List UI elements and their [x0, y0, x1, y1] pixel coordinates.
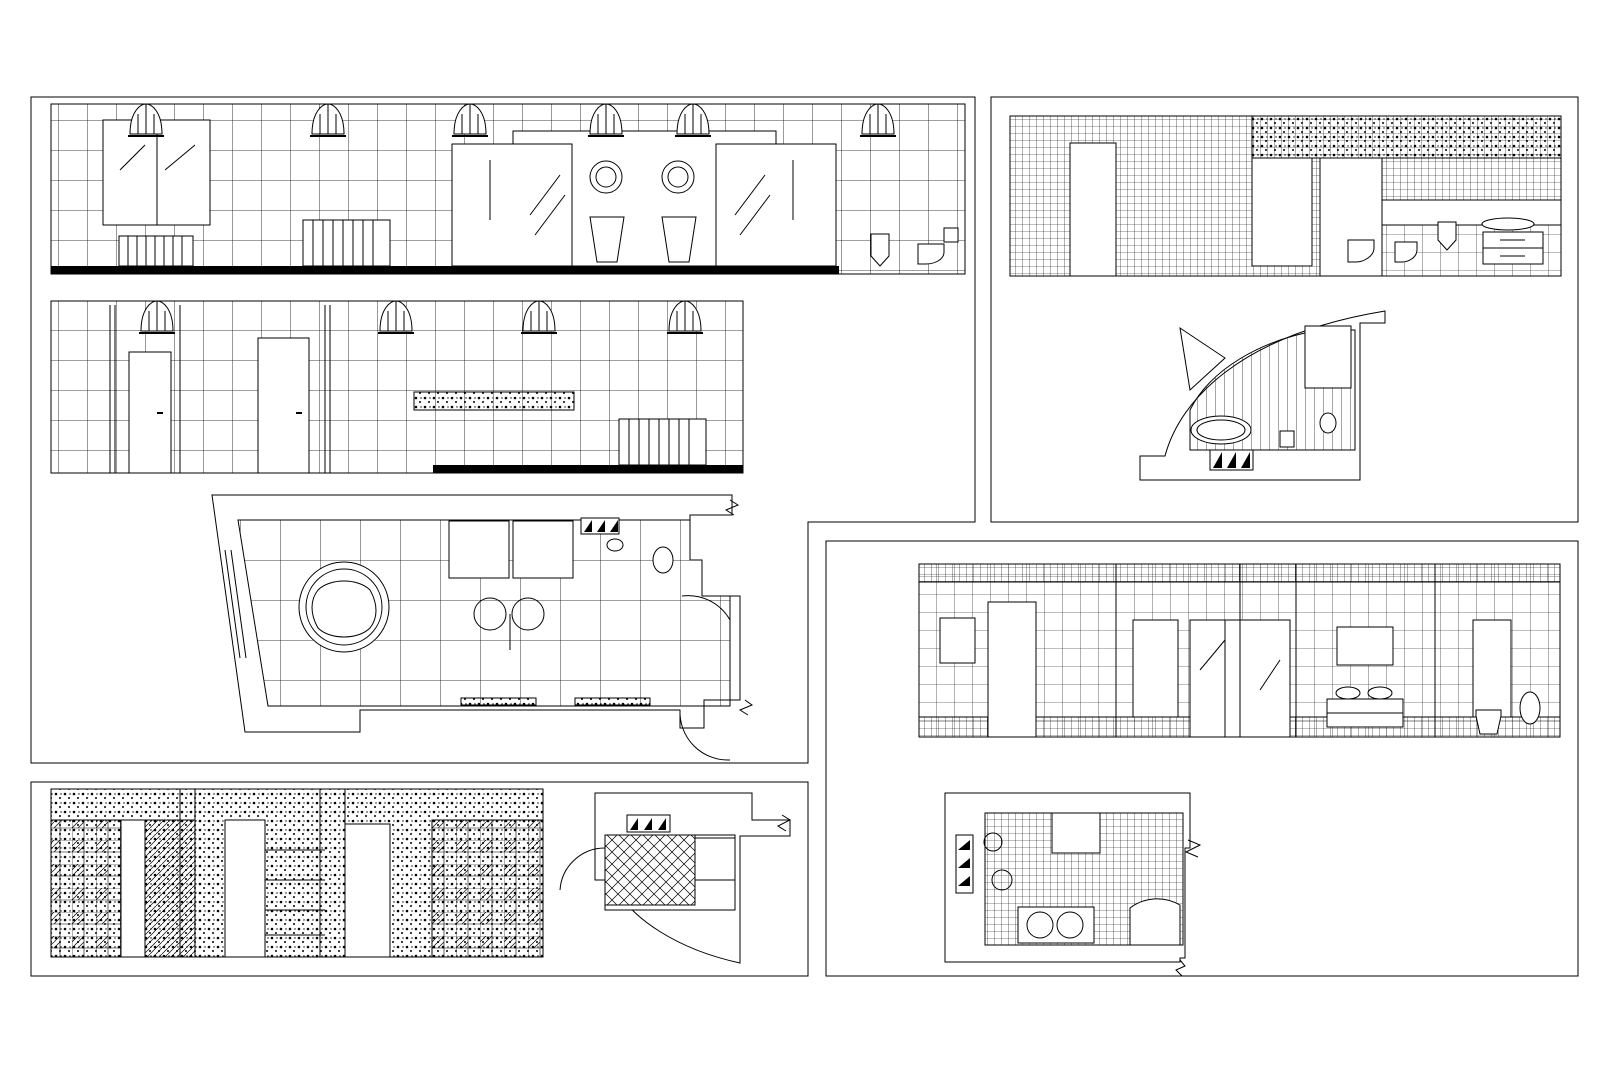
shower-enclosure	[715, 143, 837, 267]
elevation-d1	[50, 788, 544, 958]
panel-c-frame	[825, 540, 1579, 977]
towel-rail-icon	[580, 517, 620, 535]
plan-c	[944, 792, 1202, 977]
door	[1069, 142, 1117, 277]
pendant-lamps	[128, 103, 896, 334]
elevation-c1	[918, 563, 1561, 738]
towel-rail-icon	[1209, 449, 1254, 471]
shower-tray	[448, 520, 510, 579]
toilet-icon	[917, 243, 945, 265]
urinal-icon	[1437, 221, 1457, 251]
panel-frames	[30, 96, 1579, 977]
towel-rail-icon	[955, 834, 974, 894]
plan-d	[559, 792, 792, 964]
washbasin-icon	[473, 597, 545, 631]
elevation-a2	[50, 300, 744, 474]
door	[344, 823, 391, 958]
plan-a	[211, 494, 754, 761]
radiator-icon	[618, 418, 707, 466]
door	[257, 337, 310, 474]
floor-band	[51, 266, 839, 274]
mirror	[1336, 626, 1394, 666]
toilet-icon	[652, 546, 674, 574]
washbasin-icon	[1481, 217, 1535, 231]
door	[987, 601, 1037, 738]
toilet-icon	[1394, 241, 1418, 263]
door	[128, 351, 172, 474]
bidet-icon	[1319, 412, 1337, 434]
panel-b-frame	[990, 96, 1579, 523]
panel-d-frame	[30, 781, 809, 977]
radiator-icon	[118, 235, 194, 267]
corner-shower-icon	[1129, 898, 1181, 946]
shower-tray	[694, 837, 736, 881]
pendant-lamp-icon	[139, 300, 175, 334]
bidet-icon	[606, 538, 624, 552]
bidet-icon	[1519, 691, 1541, 725]
plan-b	[1139, 310, 1386, 481]
toilet-icon	[1347, 239, 1375, 263]
urinal-icon	[870, 233, 890, 267]
washbasin-icon	[661, 160, 697, 263]
double-washbasin	[1017, 906, 1095, 944]
pendant-lamp-icon	[310, 103, 346, 137]
elevation-b1	[1009, 115, 1562, 277]
washbasin-icon	[589, 160, 625, 263]
toilet-icon	[1279, 430, 1295, 448]
toilet-icon	[1475, 709, 1502, 735]
pendant-lamp-icon	[588, 103, 624, 137]
towel-rail-icon	[626, 814, 671, 833]
shower-tray	[1304, 325, 1352, 389]
pendant-lamp-icon	[378, 300, 414, 334]
whirlpool-bathtub-icon	[298, 561, 390, 653]
shower-tray	[512, 520, 574, 579]
panel-a-frame	[30, 96, 976, 764]
elevation-a1	[50, 103, 966, 275]
pendant-lamp-icon	[452, 103, 488, 137]
pendant-lamp-icon	[667, 300, 703, 334]
pendant-lamp-icon	[128, 103, 164, 137]
shower-enclosure	[451, 143, 573, 267]
door	[224, 819, 266, 958]
pendant-lamp-icon	[521, 300, 557, 334]
pendant-lamp-icon	[860, 103, 896, 137]
mosaic-strip	[413, 391, 575, 411]
bathtub-icon	[1190, 415, 1252, 445]
radiator-icon	[302, 219, 391, 267]
